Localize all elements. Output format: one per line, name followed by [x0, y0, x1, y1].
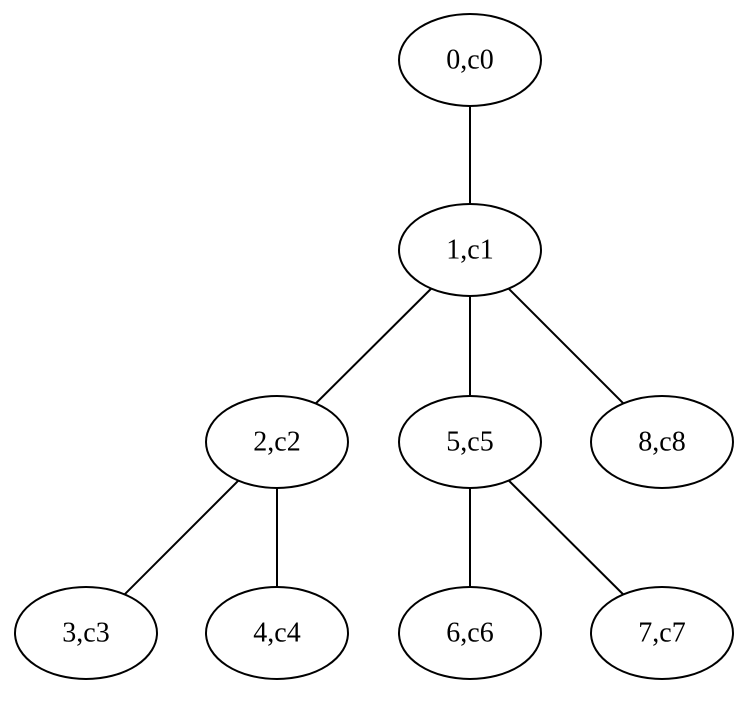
- node-ellipse: [398, 203, 542, 297]
- edges-layer: [123, 106, 625, 596]
- edge-n1-n2: [314, 287, 433, 405]
- node-label: 0,c0: [446, 45, 493, 76]
- tree-node-n7: 7,c7: [590, 586, 734, 680]
- node-ellipse: [398, 13, 542, 107]
- node-label: 3,c3: [62, 618, 109, 649]
- node-label: 8,c8: [638, 427, 685, 458]
- node-ellipse: [205, 586, 349, 680]
- node-label: 7,c7: [638, 618, 685, 649]
- node-ellipse: [590, 586, 734, 680]
- edge-n5-n7: [507, 479, 625, 596]
- tree-node-n1: 1,c1: [398, 203, 542, 297]
- node-label: 1,c1: [446, 235, 493, 266]
- node-ellipse: [590, 395, 734, 489]
- node-label: 4,c4: [253, 618, 300, 649]
- edge-n2-n3: [123, 479, 240, 596]
- node-label: 2,c2: [253, 427, 300, 458]
- node-ellipse: [398, 395, 542, 489]
- node-ellipse: [14, 586, 158, 680]
- tree-node-n3: 3,c3: [14, 586, 158, 680]
- node-ellipse: [205, 395, 349, 489]
- tree-node-n6: 6,c6: [398, 586, 542, 680]
- tree-node-n2: 2,c2: [205, 395, 349, 489]
- tree-node-n8: 8,c8: [590, 395, 734, 489]
- tree-node-n0: 0,c0: [398, 13, 542, 107]
- edge-n1-n8: [507, 287, 625, 405]
- nodes-layer: 0,c0 1,c1 2,c2 5,c5 8,c8 3,c3 4,c4 6,c6 7,c7: [14, 13, 734, 680]
- node-label: 6,c6: [446, 618, 493, 649]
- tree-node-n5: 5,c5: [398, 395, 542, 489]
- node-ellipse: [398, 586, 542, 680]
- node-label: 5,c5: [446, 427, 493, 458]
- tree-node-n4: 4,c4: [205, 586, 349, 680]
